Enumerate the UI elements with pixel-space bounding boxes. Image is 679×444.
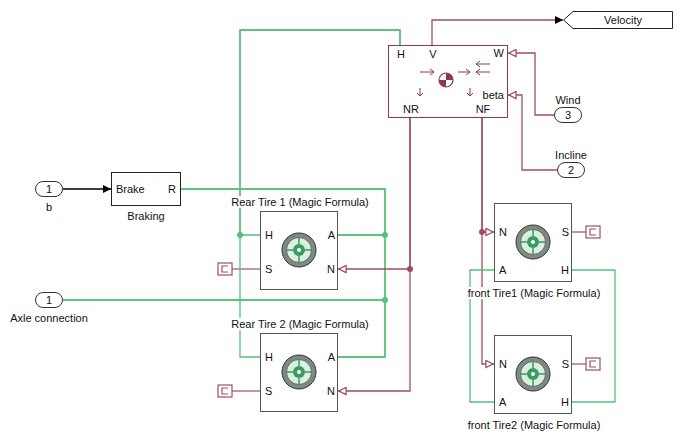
tire-block: NSAHfront Tire2 (Magic Formula) — [494, 335, 572, 414]
connector-line — [240, 30, 400, 357]
terminator-symbol — [218, 226, 600, 397]
port-label: H — [561, 264, 569, 276]
connector-line — [63, 188, 111, 189]
connector-line — [63, 300, 385, 357]
port-name: Wind — [555, 94, 580, 106]
port-label: NF — [476, 103, 491, 115]
inport-block: Incline2 — [557, 162, 585, 178]
port-label: W — [494, 47, 504, 59]
connector-line — [508, 53, 554, 115]
connector-line — [181, 189, 385, 357]
port-label: beta — [483, 89, 504, 101]
tire-block: Rear Tire 1 (Magic Formula)HASN — [260, 211, 338, 290]
connection-port: 1Axle connection — [35, 292, 63, 308]
port-label: S — [265, 385, 272, 397]
port-label: V — [429, 48, 436, 60]
connector-line — [482, 118, 494, 232]
block-name: Braking — [127, 210, 164, 222]
inport-block: Wind3 — [554, 107, 582, 123]
port-label: H — [397, 48, 405, 60]
port-name: Incline — [555, 149, 587, 161]
port-number: 1 — [46, 294, 52, 306]
connector-line — [432, 20, 563, 45]
outport-tag: Velocity — [563, 11, 673, 29]
signal-name: Velocity — [604, 14, 642, 26]
block-name: front Tire2 (Magic Formula) — [466, 419, 603, 431]
connector-line — [338, 118, 410, 269]
port-label: A — [499, 396, 506, 408]
junction-dot — [237, 229, 485, 303]
wheel-icon — [282, 355, 316, 389]
connector-line — [63, 235, 385, 300]
port-name: b — [46, 201, 52, 213]
port-label: N — [327, 385, 335, 397]
connector-line — [508, 95, 557, 170]
block-name: Rear Tire 1 (Magic Formula) — [229, 196, 371, 208]
port-label: H — [561, 396, 569, 408]
port-label: S — [265, 263, 272, 275]
port-number: 3 — [565, 109, 571, 121]
block-name: Rear Tire 2 (Magic Formula) — [229, 318, 371, 330]
port-name: Axle connection — [10, 312, 88, 324]
connector-line — [338, 118, 410, 391]
block-name: front Tire1 (Magic Formula) — [466, 287, 603, 299]
wheel-icon — [282, 233, 316, 267]
port-label: H — [265, 229, 273, 241]
wheel-icon — [516, 225, 550, 259]
vehicle-body-block: H V W NR NF beta — [388, 45, 508, 118]
port-label: NR — [403, 103, 419, 115]
port-label: R — [168, 183, 176, 195]
port-label: S — [562, 358, 569, 370]
port-label: Brake — [116, 183, 145, 195]
wheel-icon — [516, 357, 550, 391]
port-label: A — [328, 229, 335, 241]
port-label: N — [499, 358, 507, 370]
port-label: H — [265, 351, 273, 363]
port-label: A — [328, 351, 335, 363]
port-label: N — [327, 263, 335, 275]
inport-block: 1b — [35, 181, 63, 197]
tire-block: NSAHfront Tire1 (Magic Formula) — [494, 203, 572, 282]
connector-line — [181, 189, 385, 235]
connector-line — [482, 118, 494, 364]
port-label: N — [499, 226, 507, 238]
port-label: S — [562, 226, 569, 238]
port-number: 1 — [46, 183, 52, 195]
port-number: 2 — [568, 164, 574, 176]
braking-block: BrakeRBraking — [111, 172, 181, 206]
vehicle-icon — [417, 61, 490, 96]
port-label: A — [499, 264, 506, 276]
tire-block: Rear Tire 2 (Magic Formula)HASN — [260, 333, 338, 412]
